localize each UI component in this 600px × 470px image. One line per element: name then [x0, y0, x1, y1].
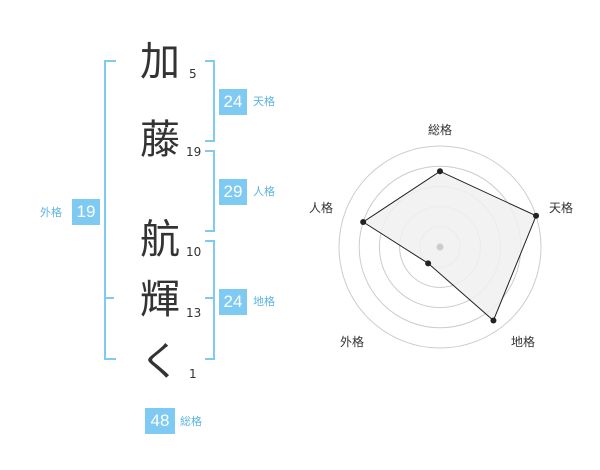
name-char-4: 輝: [140, 277, 180, 323]
radar-data-points: [360, 168, 540, 324]
stroke-count-1: 5: [189, 67, 197, 81]
jinkaku-label: 人格: [253, 185, 275, 198]
radar-axis-label-soukaku: 総格: [428, 123, 453, 137]
gaikaku-bracket: [104, 60, 116, 360]
radar-axis-label-chikaku: 地格: [511, 335, 536, 349]
radar-data-area: [362, 170, 537, 322]
soukaku-value-badge: 48: [145, 408, 175, 434]
radar-point-3: [490, 317, 497, 324]
radar-axis-label-jinkaku: 人格: [309, 201, 334, 215]
gaikaku-value-badge: 19: [72, 199, 100, 225]
chikaku-bracket: [205, 240, 215, 360]
name-char-2: 藤: [140, 117, 180, 163]
soukaku-label: 総格: [180, 415, 202, 428]
name-char-5: く: [140, 339, 180, 385]
chikaku-value-badge: 24: [219, 289, 247, 315]
chikaku-bracket-mid-tick: [205, 297, 213, 299]
gaikaku-label: 外格: [40, 206, 62, 219]
radar-axis-label-gaikaku: 外格: [340, 335, 365, 349]
tenkaku-value-badge: 24: [219, 89, 247, 115]
stroke-count-2: 19: [186, 145, 202, 159]
radar-point-5: [360, 219, 367, 226]
tenkaku-label: 天格: [253, 95, 275, 108]
radar-point-1: [437, 168, 443, 175]
name-char-3: 航: [140, 217, 180, 263]
radar-point-4: [425, 260, 432, 267]
name-char-1: 加: [140, 39, 180, 85]
jinkaku-value-badge: 29: [219, 179, 247, 205]
tenkaku-bracket: [205, 60, 215, 142]
radar-point-2: [533, 212, 540, 219]
stroke-count-5: 1: [189, 367, 197, 381]
stroke-count-3: 10: [186, 245, 202, 259]
chikaku-label: 地格: [253, 295, 275, 308]
radar-axis-label-tenkaku: 天格: [549, 201, 574, 215]
radar-center-dot: [436, 243, 444, 251]
gaikaku-bracket-mid-tick: [104, 297, 114, 299]
jinkaku-bracket: [205, 150, 215, 232]
stroke-count-4: 13: [186, 306, 202, 320]
